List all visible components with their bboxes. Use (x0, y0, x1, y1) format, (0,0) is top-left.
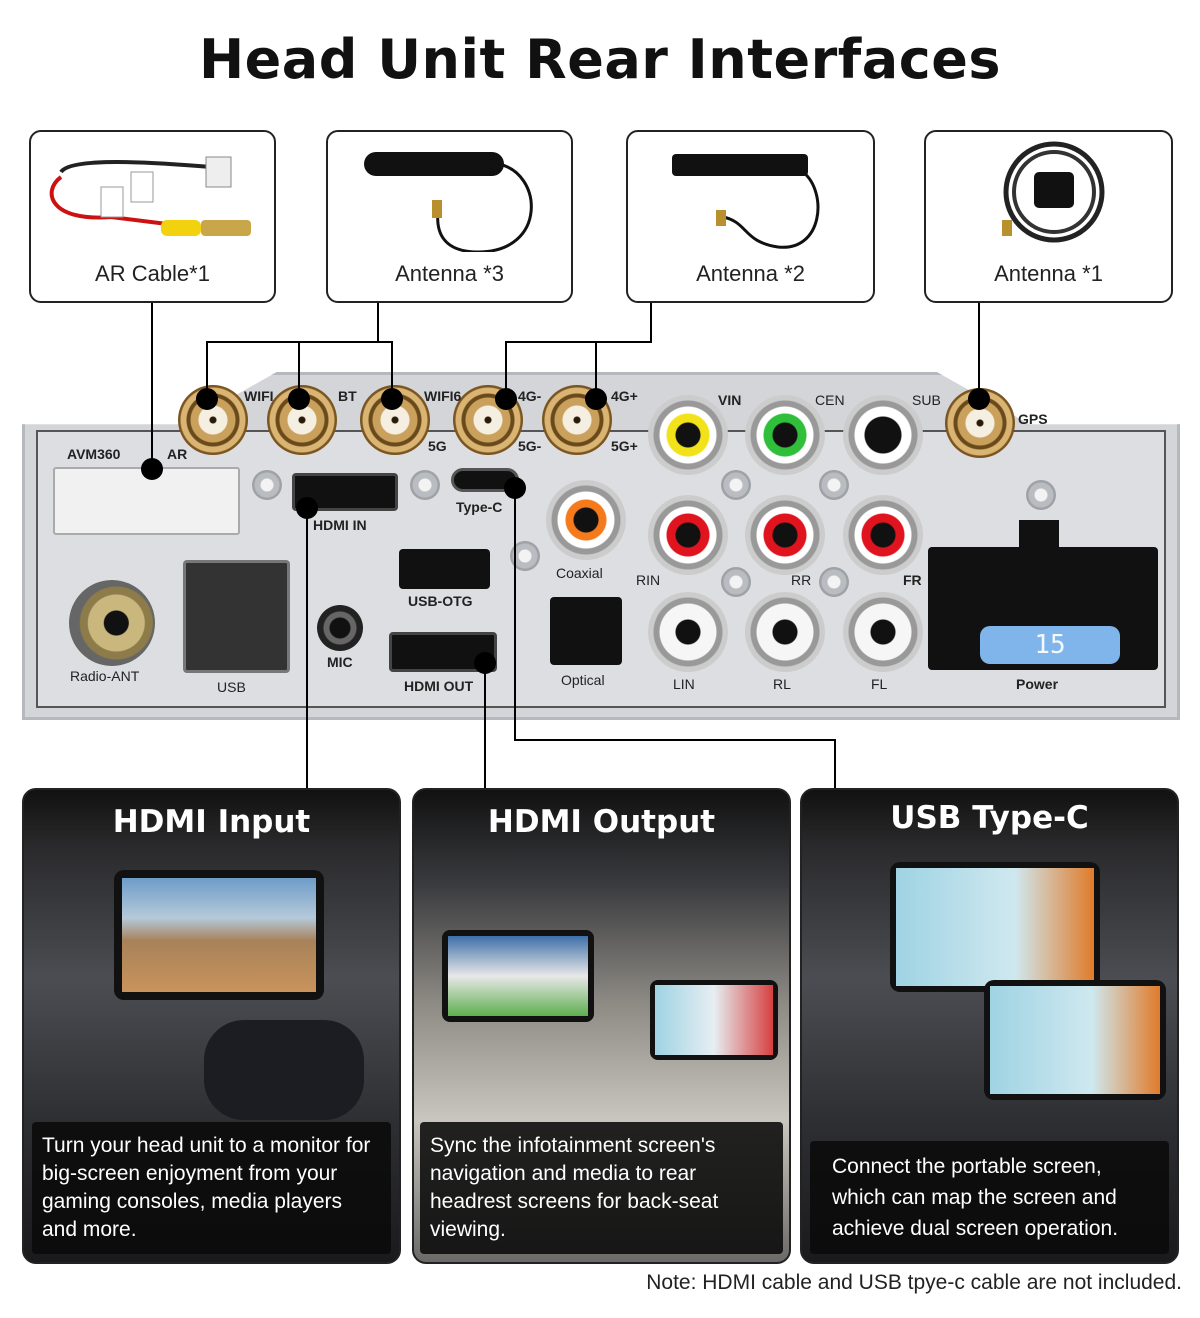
feature-caption: Turn your head unit to a monitor for big… (32, 1122, 391, 1254)
port-label: FL (871, 676, 888, 692)
car-screen-image (650, 980, 778, 1060)
optical-port (550, 597, 622, 665)
headrest-screen-image (442, 930, 594, 1022)
port-label: Type-C (456, 499, 503, 515)
coaxial-port (546, 480, 626, 560)
port-label: Coaxial (556, 565, 603, 581)
accessory-antenna-1: Antenna *1 (924, 130, 1173, 303)
port-label: RL (773, 676, 791, 692)
marker-dot (585, 388, 607, 410)
rr-port (745, 495, 825, 575)
port-label: 5G+ (611, 438, 638, 454)
port-label: 4G+ (611, 388, 638, 404)
mic-port (317, 605, 363, 651)
marker-dot (504, 477, 526, 499)
feature-title: HDMI Input (112, 804, 311, 840)
accessory-label: Antenna *2 (696, 261, 805, 286)
usb-port (183, 560, 290, 673)
port-label: HDMI OUT (404, 678, 474, 694)
port-label: Optical (561, 672, 605, 688)
marker-dot (495, 388, 517, 410)
port-label: USB (217, 679, 246, 695)
screw-icon (819, 470, 849, 500)
marker-dot (141, 458, 163, 480)
lin-port (648, 592, 728, 672)
port-label: MIC (327, 654, 353, 670)
port-label: 5G- (518, 438, 542, 454)
marker-dot (196, 388, 218, 410)
antenna-image (672, 154, 820, 249)
feature-title: USB Type-C (890, 800, 1089, 836)
rl-port (745, 592, 825, 672)
feature-caption: Sync the infotainment screen's navigatio… (420, 1122, 783, 1254)
port-label: WIFI6 (424, 388, 462, 404)
port-label: VIN (718, 392, 742, 408)
fr-port (843, 495, 923, 575)
feature-card-hdmi-output: HDMI Output Sync the infotainment screen… (412, 788, 791, 1264)
accessory-antenna-2: Antenna *2 (626, 130, 875, 303)
sub-port (843, 395, 923, 475)
port-label: WIFI (244, 388, 274, 404)
cen-port (745, 395, 825, 475)
port-label: 5G (428, 438, 447, 454)
fuse: 15 (980, 626, 1120, 664)
feature-caption: Connect the portable screen, which can m… (810, 1141, 1169, 1254)
port-label: USB-OTG (408, 593, 473, 609)
marker-dot (296, 497, 318, 519)
screw-icon (721, 470, 751, 500)
car-screen-image (114, 870, 324, 1000)
accessory-label: Antenna *3 (395, 261, 504, 286)
marker-dot (381, 388, 403, 410)
screw-icon (252, 470, 282, 500)
marker-dot (968, 388, 990, 410)
power-connector-tab (1019, 520, 1059, 550)
port-label: Power (1016, 676, 1059, 692)
marker-dot (288, 388, 310, 410)
port-label: HDMI IN (313, 517, 367, 533)
screw-icon (819, 567, 849, 597)
port-label: AVM360 (67, 446, 121, 462)
car-screen-image (890, 862, 1100, 992)
port-label: CEN (815, 392, 845, 408)
accessory-ar-cable: AR Cable*1 (29, 130, 276, 303)
accessory-antenna-3: Antenna *3 (326, 130, 573, 303)
port-label: FR (903, 572, 922, 588)
screw-icon (410, 470, 440, 500)
port-label: GPS (1018, 411, 1048, 427)
screw-icon (1026, 480, 1056, 510)
feature-title: HDMI Output (487, 804, 716, 840)
radio-ant-port (69, 580, 155, 666)
port-label: AR (167, 446, 188, 462)
port-label: LIN (673, 676, 695, 692)
accessory-label: Antenna *1 (994, 261, 1103, 286)
antenna-image (364, 152, 533, 252)
port-label: 4G- (518, 388, 542, 404)
gamepad-image (204, 1020, 364, 1120)
gps-antenna-image (1002, 141, 1105, 243)
port-label: RIN (636, 572, 661, 588)
vin-port (648, 395, 728, 475)
port-label: RR (791, 572, 812, 588)
page-title: Head Unit Rear Interfaces (198, 28, 1001, 91)
feature-card-usb-type-c: USB Type-C Connect the portable screen, … (800, 788, 1179, 1264)
fl-port (843, 592, 923, 672)
accessory-label: AR Cable*1 (95, 261, 210, 286)
port-label: BT (338, 388, 357, 404)
port-label: SUB (912, 392, 941, 408)
footnote: Note: HDMI cable and USB tpye-c cable ar… (646, 1271, 1182, 1294)
portable-screen-image (984, 980, 1166, 1100)
usb-otg-port (399, 549, 490, 589)
port-label: Radio-ANT (70, 668, 140, 684)
rin-port (648, 495, 728, 575)
feature-card-hdmi-input: HDMI Input Turn your head unit to a moni… (22, 788, 401, 1264)
ar-cable-image (49, 156, 251, 236)
screw-icon (721, 567, 751, 597)
marker-dot (474, 652, 496, 674)
